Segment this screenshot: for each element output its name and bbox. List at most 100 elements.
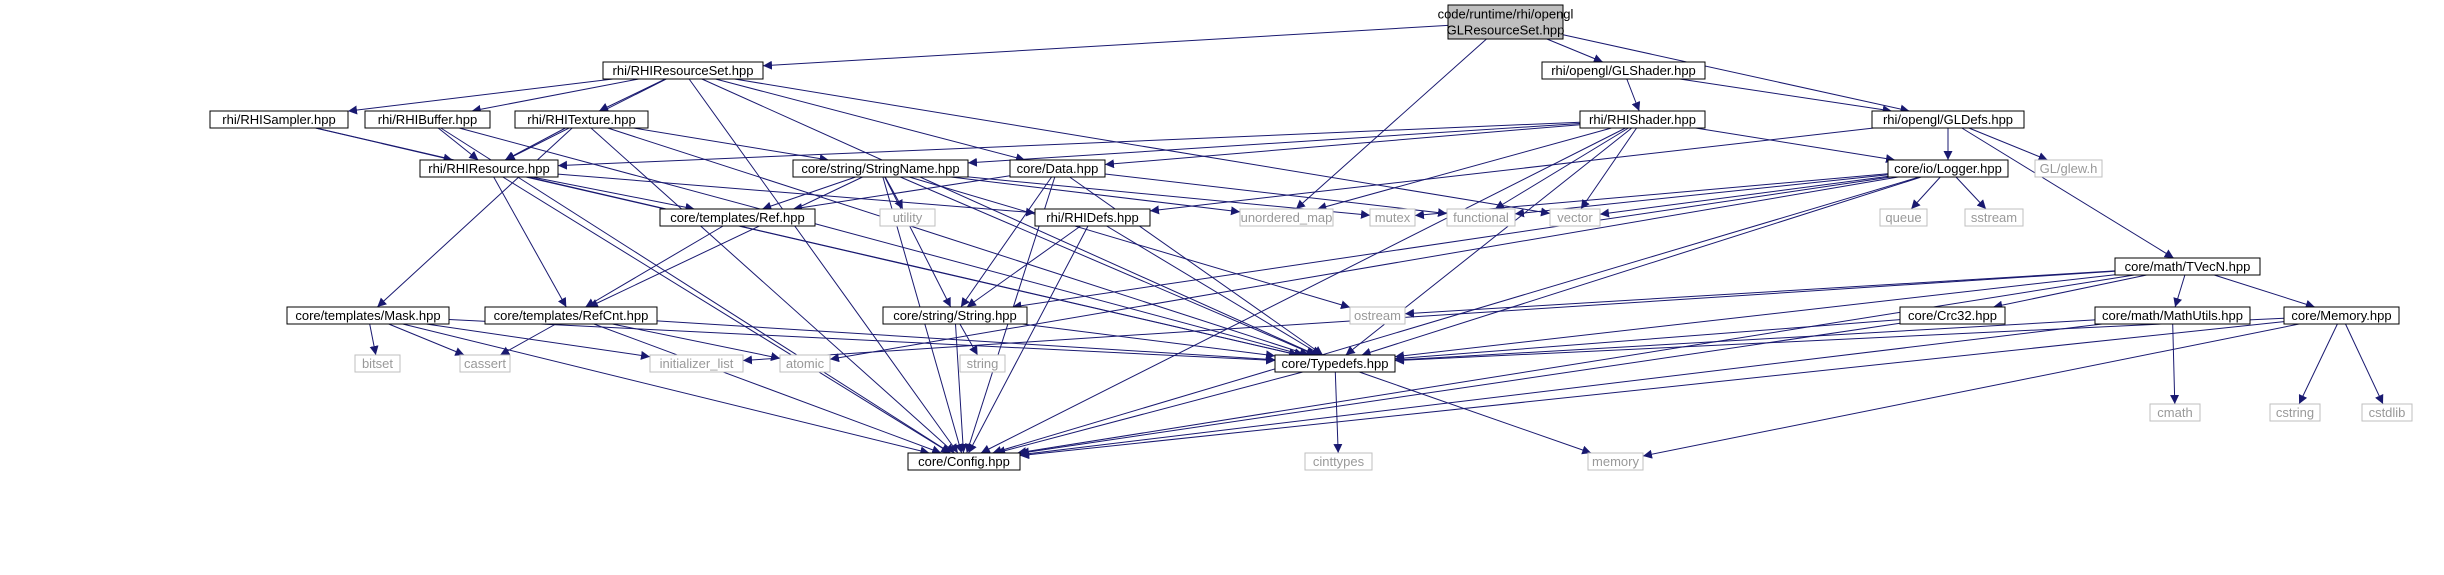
node-label: core/Typedefs.hpp bbox=[1282, 356, 1389, 371]
node-box bbox=[2114, 257, 2261, 276]
node-box bbox=[1034, 208, 1151, 227]
node-crc32[interactable]: core/Crc32.hpp bbox=[1899, 306, 2006, 325]
node-label: rhi/RHITexture.hpp bbox=[527, 112, 635, 127]
edge-tvecn-to-memory_hpp bbox=[2214, 274, 2315, 309]
node-stringname[interactable]: core/string/StringName.hpp bbox=[792, 159, 969, 178]
node-box bbox=[907, 452, 1021, 471]
node-box bbox=[2361, 403, 2413, 422]
node-gl-defs[interactable]: rhi/opengl/GLDefs.hpp bbox=[1871, 110, 2025, 129]
node-label: cstring bbox=[2276, 405, 2314, 420]
node-label: core/Data.hpp bbox=[1017, 161, 1099, 176]
node-rhi-defs[interactable]: rhi/RHIDefs.hpp bbox=[1034, 208, 1151, 227]
edge-rhi_texture-to-typedefs bbox=[607, 127, 1309, 357]
edge-rhi_texture-to-mask bbox=[376, 127, 573, 308]
edge-rhi_resourceset-to-rhi_buffer bbox=[471, 78, 639, 114]
node-label: cassert bbox=[464, 356, 506, 371]
edge-memory_hpp-to-memory bbox=[1642, 323, 2300, 459]
edge-stringname-to-refcnt bbox=[588, 176, 863, 308]
node-label: cmath bbox=[2157, 405, 2192, 420]
node-label: cinttypes bbox=[1313, 454, 1365, 469]
node-config[interactable]: core/Config.hpp bbox=[907, 452, 1021, 471]
node-box bbox=[1447, 4, 1564, 40]
edge-rhi_buffer-to-rhi_resource bbox=[437, 127, 479, 161]
node-label: core/Crc32.hpp bbox=[1908, 308, 1997, 323]
edge-rhi_shader-to-rhi_resource bbox=[557, 121, 1581, 170]
node-label: core/math/TVecN.hpp bbox=[2125, 259, 2251, 274]
node-box bbox=[354, 354, 401, 373]
node-cinttypes: cinttypes bbox=[1304, 452, 1373, 471]
node-box bbox=[209, 110, 349, 129]
edge-rhi_texture-to-rhi_resource bbox=[504, 127, 566, 161]
node-label: rhi/RHISampler.hpp bbox=[222, 112, 335, 127]
edge-mathutils-to-typedefs bbox=[1394, 319, 2096, 365]
node-refcnt[interactable]: core/templates/RefCnt.hpp bbox=[484, 306, 658, 325]
node-box bbox=[1239, 208, 1334, 227]
node-box bbox=[364, 110, 491, 129]
node-rhi-resourceset[interactable]: rhi/RHIResourceSet.hpp bbox=[602, 61, 764, 80]
edge-rhi_shader-to-logger bbox=[1695, 127, 1896, 164]
edge-data-to-string bbox=[960, 176, 1053, 308]
node-queue: queue bbox=[1879, 208, 1928, 227]
node-label: bitset bbox=[362, 356, 393, 371]
node-data[interactable]: core/Data.hpp bbox=[1009, 159, 1106, 178]
node-rhi-buffer[interactable]: rhi/RHIBuffer.hpp bbox=[364, 110, 491, 129]
edge-string-to-std_string bbox=[959, 323, 979, 356]
edge-root-to-unordered_map bbox=[1295, 38, 1487, 210]
node-cstdlib: cstdlib bbox=[2361, 403, 2413, 422]
node-rhi-texture[interactable]: rhi/RHITexture.hpp bbox=[514, 110, 649, 129]
node-label: core/templates/RefCnt.hpp bbox=[494, 308, 649, 323]
node-logger[interactable]: core/io/Logger.hpp bbox=[1887, 159, 2009, 178]
node-box bbox=[1549, 208, 1601, 227]
node-sstream: sstream bbox=[1964, 208, 2024, 227]
edge-rhi_shader-to-config bbox=[980, 127, 1626, 454]
node-initializer-list: initializer_list bbox=[649, 354, 744, 373]
edge-rhi_resource-to-typedefs bbox=[525, 176, 1299, 358]
node-box bbox=[1579, 110, 1706, 129]
edge-tvecn-to-config bbox=[1017, 274, 2135, 457]
node-box bbox=[779, 354, 831, 373]
edge-tvecn-to-crc32 bbox=[1993, 274, 2147, 310]
node-box bbox=[1587, 452, 1644, 471]
node-label: rhi/RHIDefs.hpp bbox=[1046, 210, 1138, 225]
node-gl-shader[interactable]: rhi/opengl/GLShader.hpp bbox=[1541, 61, 1706, 80]
edge-logger-to-atomic bbox=[829, 176, 1899, 363]
node-rhi-shader[interactable]: rhi/RHIShader.hpp bbox=[1579, 110, 1706, 129]
node-box bbox=[1899, 306, 2006, 325]
edge-rhi_resourceset-to-config bbox=[688, 78, 959, 454]
edge-rhi_resourceset-to-rhi_sampler bbox=[347, 78, 613, 115]
edge-typedefs-to-config bbox=[996, 371, 1303, 456]
edge-rhi_defs-to-typedefs bbox=[1106, 225, 1322, 356]
node-box bbox=[1369, 208, 1416, 227]
node-tvecn[interactable]: core/math/TVecN.hpp bbox=[2114, 257, 2261, 276]
node-box bbox=[649, 354, 744, 373]
node-mathutils[interactable]: core/math/MathUtils.hpp bbox=[2094, 306, 2251, 325]
node-string[interactable]: core/string/String.hpp bbox=[882, 306, 1028, 325]
edge-logger-to-queue bbox=[1910, 176, 1941, 210]
node-label: GLResourceSet.hpp bbox=[1447, 23, 1565, 38]
node-std-string: string bbox=[959, 354, 1006, 373]
node-box bbox=[1964, 208, 2024, 227]
edges bbox=[315, 24, 2384, 460]
node-box bbox=[1009, 159, 1106, 178]
node-rhi-sampler[interactable]: rhi/RHISampler.hpp bbox=[209, 110, 349, 129]
node-rhi-resource[interactable]: rhi/RHIResource.hpp bbox=[419, 159, 559, 178]
edge-rhi_shader-to-functional bbox=[1494, 127, 1629, 210]
edge-rhi_resource-to-ref bbox=[532, 176, 695, 212]
node-box bbox=[2034, 159, 2103, 178]
node-mask[interactable]: core/templates/Mask.hpp bbox=[286, 306, 450, 325]
edge-rhi_resource-to-refcnt bbox=[493, 176, 567, 308]
node-label: core/io/Logger.hpp bbox=[1894, 161, 2002, 176]
node-label: mutex bbox=[1375, 210, 1411, 225]
node-typedefs[interactable]: core/Typedefs.hpp bbox=[1274, 354, 1396, 373]
edge-mask-to-bitset bbox=[369, 323, 379, 356]
node-label: rhi/RHIResourceSet.hpp bbox=[613, 63, 754, 78]
node-label: rhi/opengl/GLShader.hpp bbox=[1551, 63, 1696, 78]
node-memory-hpp[interactable]: core/Memory.hpp bbox=[2283, 306, 2400, 325]
edge-rhi_buffer-to-typedefs bbox=[458, 127, 1304, 358]
edge-rhi_shader-to-stringname bbox=[967, 123, 1581, 167]
edge-rhi_shader-to-unordered_map bbox=[1317, 127, 1612, 211]
node-ref[interactable]: core/templates/Ref.hpp bbox=[659, 208, 816, 227]
node-box bbox=[1871, 110, 2025, 129]
